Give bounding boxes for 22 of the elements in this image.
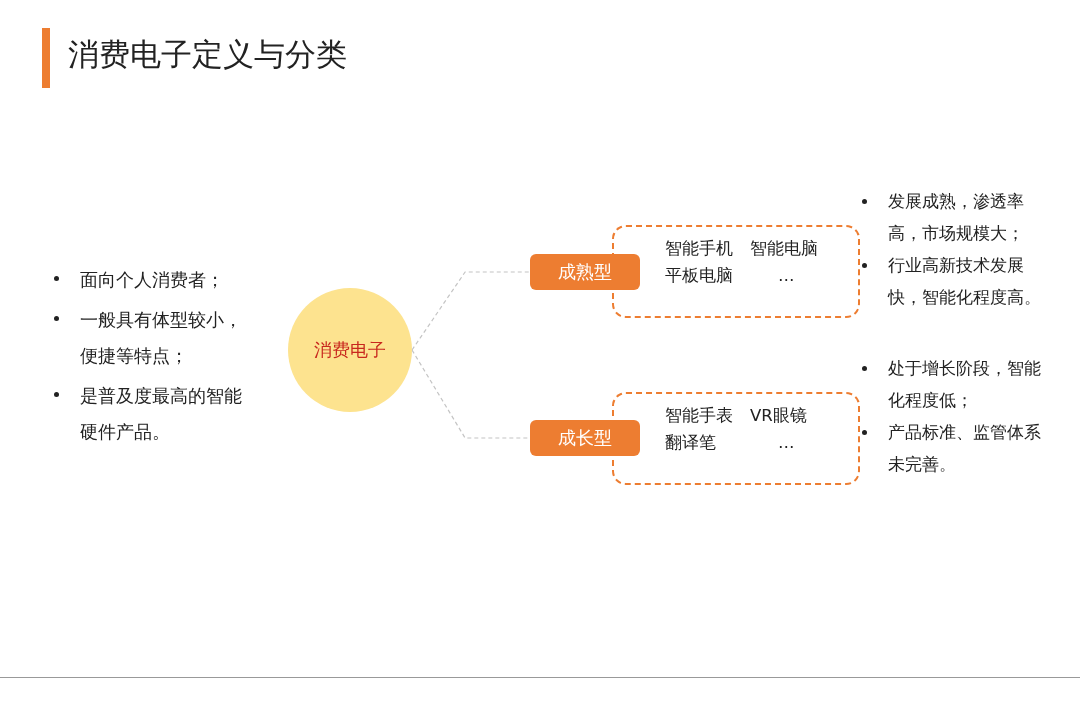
category-tag: 成长型	[530, 420, 640, 456]
example-text: VR眼镜	[750, 405, 807, 427]
example-text: …	[778, 432, 795, 454]
bullet-item: 产品标准、监管体系未完善。	[860, 416, 1042, 480]
example-text: 智能手表	[665, 405, 733, 427]
example-text: 翻译笔	[665, 432, 716, 454]
example-text: …	[778, 265, 795, 287]
bullet-item: 面向个人消费者；	[52, 262, 256, 298]
category-tag: 成熟型	[530, 254, 640, 290]
connector-line	[411, 271, 531, 351]
dashed-box	[612, 392, 860, 485]
dashed-box	[612, 225, 860, 318]
example-text: 智能电脑	[750, 238, 818, 260]
example-text: 平板电脑	[665, 265, 733, 287]
bullet-item: 行业高新技术发展快，智能化程度高。	[860, 249, 1042, 313]
page-title: 消费电子定义与分类	[68, 35, 347, 74]
example-text: 智能手机	[665, 238, 733, 260]
bullet-item: 发展成熟，渗透率高，市场规模大；	[860, 185, 1042, 249]
bullet-item: 是普及度最高的智能硬件产品。	[52, 378, 256, 450]
circle-node: 消费电子	[288, 288, 412, 412]
bullet-item: 处于增长阶段，智能化程度低；	[860, 352, 1042, 416]
bullet-item: 一般具有体型较小，便捷等特点；	[52, 302, 256, 374]
